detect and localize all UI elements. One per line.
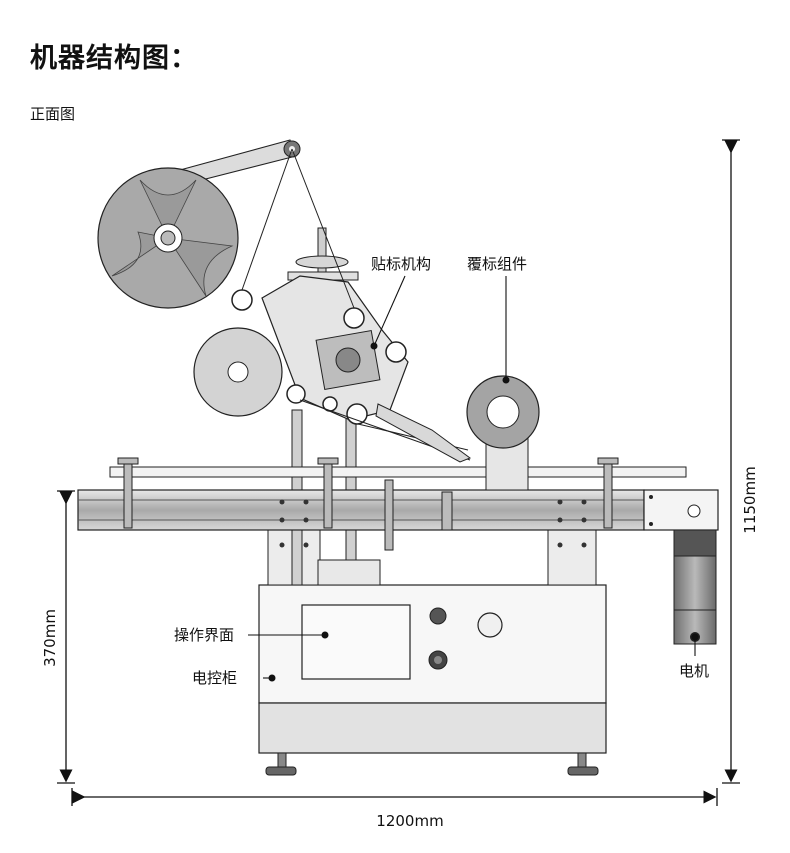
control-panel — [301, 604, 503, 680]
overlay-assembly — [466, 375, 540, 491]
page-title: 机器结构图： — [30, 43, 198, 74]
label-operation-interface: 操作界面 — [174, 626, 234, 644]
dimension-lines — [57, 139, 740, 806]
label-electric-cabinet: 电控柜 — [192, 669, 237, 687]
labeling-mechanism — [97, 139, 472, 463]
power-switch — [477, 612, 503, 638]
drive-motor — [673, 529, 717, 645]
dimension-total-height: 1150mm — [741, 466, 759, 533]
label-labeling-mechanism: 贴标机构 — [371, 255, 431, 273]
view-subtitle: 正面图 — [30, 105, 76, 123]
callout-dots — [268, 342, 699, 682]
conveyor — [77, 457, 719, 551]
label-motor: 电机 — [679, 662, 709, 680]
touch-screen — [301, 604, 411, 680]
label-overlay-assembly: 覆标组件 — [467, 255, 527, 273]
indicator-light — [429, 607, 447, 625]
dimension-total-width: 1200mm — [376, 812, 443, 830]
dimension-cabinet-height: 370mm — [41, 609, 59, 667]
